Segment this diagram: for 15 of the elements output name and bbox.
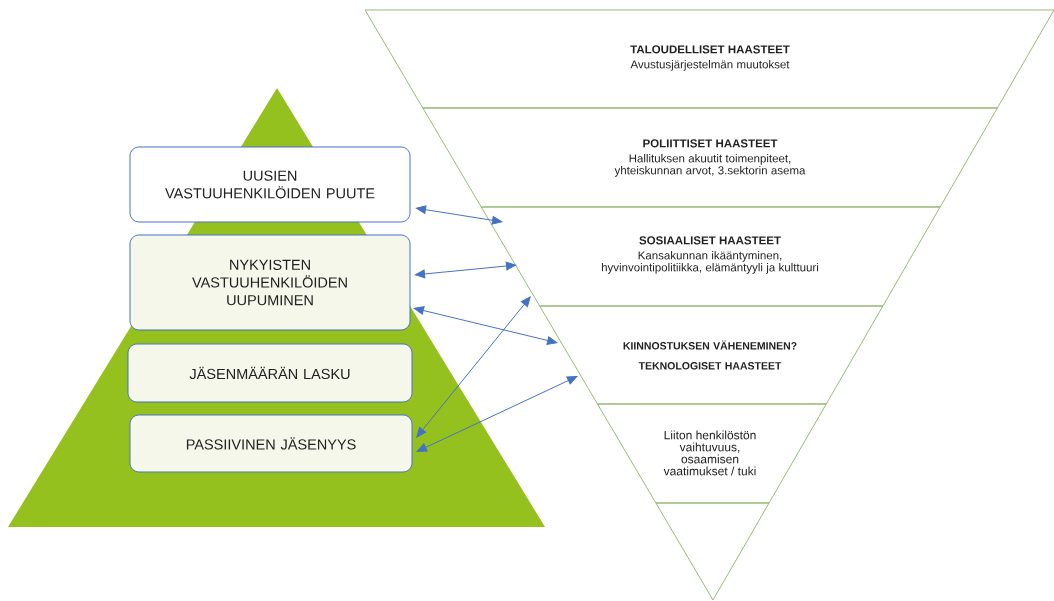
band: Liiton henkilöstön vaihtuvuus, osaamisen vaatimukset / tuki bbox=[597, 403, 827, 504]
band: SOSIAALISET HAASTEET Kansakunnan ikääntyminen, hyvinvointipolitiikka, elämäntyyli ja kulttuuri bbox=[480, 206, 941, 307]
arrow bbox=[415, 205, 503, 225]
arrow bbox=[413, 306, 558, 345]
challenge-box: JÄSENMÄÄRÄN LASKU bbox=[127, 343, 413, 403]
band bbox=[655, 502, 770, 601]
arrow bbox=[416, 296, 531, 438]
band: KIINNOSTUKSEN VÄHENEMINEN? TEKNOLOGISET HAASTEET bbox=[539, 305, 884, 405]
band: POLIITTISET HAASTEET Hallituksen akuutit toimenpiteet, yhteiskunnan arvot, 3.sektorin asema bbox=[422, 107, 998, 208]
challenge-box: PASSIIVINEN JÄSENYYS bbox=[129, 414, 413, 473]
challenge-box: NYKYISTEN VASTUUHENKILÖIDEN UUPUMINEN bbox=[129, 234, 411, 331]
arrow bbox=[414, 261, 517, 279]
band: TALOUDELLISET HAASTEET Avustusjärjestelmän muutokset bbox=[364, 9, 1054, 109]
challenge-box: UUSIEN VASTUUHENKILÖIDEN PUUTE bbox=[129, 146, 411, 223]
arrow bbox=[416, 376, 578, 452]
